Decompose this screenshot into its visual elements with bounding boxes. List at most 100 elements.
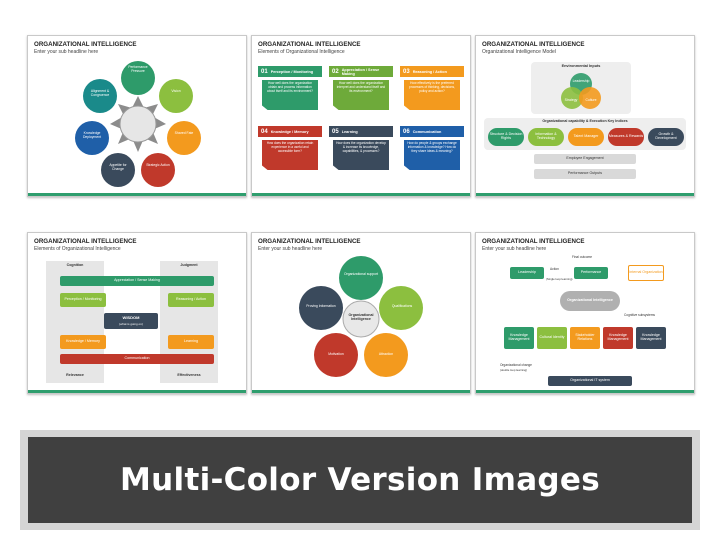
petal-label-6: Knowledge Deployment <box>82 131 102 139</box>
cognitive-subsystems-label: Cognitive subsystems <box>624 313 656 317</box>
card-number: 01 <box>261 68 268 75</box>
card-body: How does the organization develop & incr… <box>333 140 389 170</box>
slide-title: ORGANIZATIONAL INTELLIGENCE <box>34 41 137 48</box>
slide-title: ORGANIZATIONAL INTELLIGENCE <box>34 238 137 245</box>
card-body: How well does the organization interpret… <box>333 80 389 110</box>
communication-bar: Communication <box>60 354 214 364</box>
perception-box: Perception / Monitoring <box>60 293 106 307</box>
cognitive-subsystem-box: Stakeholder Relations <box>570 327 600 349</box>
card-label: Reasoning / Action <box>412 69 447 74</box>
slide-thumbnail-1[interactable]: ORGANIZATIONAL INTELLIGENCE Enter your s… <box>27 35 247 197</box>
petal-label-4: Strategic Action <box>146 163 170 167</box>
venn-label-strategy: Strategy <box>564 98 578 102</box>
petal-label-attraction: Attraction <box>378 352 394 356</box>
slide-title: ORGANIZATIONAL INTELLIGENCE <box>258 41 361 48</box>
cognitive-subsystem-box: Knowledge Management <box>603 327 633 349</box>
petal-diagram <box>75 61 201 187</box>
flower-center-label: Organizational Intelligence <box>348 313 374 321</box>
venn-label-culture: Culture <box>585 98 597 102</box>
final-outcome-label: Final outcome <box>572 255 593 259</box>
slide-thumbnail-3[interactable]: ORGANIZATIONAL INTELLIGENCE Organization… <box>475 35 695 197</box>
slide-title: ORGANIZATIONAL INTELLIGENCE <box>482 41 585 48</box>
action-label: Action <box>550 267 559 271</box>
slide-thumbnail-2[interactable]: ORGANIZATIONAL INTELLIGENCE Elements of … <box>251 35 471 197</box>
leadership-box: Leadership <box>510 267 544 279</box>
wisdom-sublabel: (what is going on) <box>119 322 143 326</box>
slide-subtitle: Elements of Organizational Intelligence <box>34 246 121 252</box>
card-label: Perception / Monitoring <box>270 69 314 74</box>
capability-chip: Information & Technology <box>528 128 564 146</box>
slide-thumbnail-6[interactable]: ORGANIZATIONAL INTELLIGENCE Enter your s… <box>475 232 695 394</box>
wisdom-label: WISDOM <box>122 315 140 320</box>
slide-thumbnail-5[interactable]: ORGANIZATIONAL INTELLIGENCE Enter your s… <box>251 232 471 394</box>
petal-label-1: Performance Pressure <box>128 65 148 73</box>
card-number: 06 <box>403 128 410 135</box>
effectiveness-label: Effectiveness <box>177 373 201 377</box>
petal-label-3: Shared Fate <box>174 131 194 135</box>
org-change-label: Organizational change <box>500 363 532 367</box>
capability-label: Organizational capability & Execution Ke… <box>542 119 628 123</box>
cognition-label: Cognition <box>66 263 84 267</box>
card-body: How well does the organization obtain an… <box>262 80 318 110</box>
internal-organization-box: Internal Organization <box>628 265 664 281</box>
slide-subtitle: Enter your sub headline here <box>482 246 547 252</box>
appreciation-bar: Appreciation / Sense Making <box>60 276 214 286</box>
petal-label-qualifications: Qualifications <box>391 304 413 308</box>
card-body: How effectively is the preferred process… <box>404 80 460 110</box>
cognitive-subsystem-box: Knowledge Management <box>636 327 666 349</box>
petal-label-information: Proving Information <box>306 304 336 308</box>
slide-title: ORGANIZATIONAL INTELLIGENCE <box>482 238 585 245</box>
petal-label-2: Vision <box>171 89 181 93</box>
slide-title: ORGANIZATIONAL INTELLIGENCE <box>258 238 361 245</box>
org-change-sublabel: (double loop learning) <box>500 368 528 372</box>
environment-label: Environmental Inputs <box>561 64 601 68</box>
slide-subtitle: Enter your sub headline here <box>258 246 323 252</box>
performance-box: Performance <box>574 267 608 279</box>
learning-box: Learning <box>168 335 214 349</box>
card-label: Communication <box>412 129 442 134</box>
card-number: 03 <box>403 68 410 75</box>
banner-title: Multi-Color Version Images <box>120 462 600 498</box>
venn-label-leadership: Leadership <box>572 79 590 83</box>
judgment-label: Judgment <box>180 263 198 267</box>
knowledge-box: Knowledge / Memory <box>60 335 106 349</box>
card-label: Knowledge / Memory <box>270 129 309 134</box>
capability-chip: Structure & Decision Rights <box>488 128 524 146</box>
card-label: Learning <box>341 129 358 134</box>
petal-label-7: Alignment & Congruence <box>90 89 110 97</box>
petal-label-5: Appetite for Change <box>109 163 127 171</box>
card-number: 04 <box>261 128 268 135</box>
capability-chip: Growth & Development <box>648 128 684 146</box>
relevance-label: Relevance <box>66 373 84 377</box>
reasoning-box: Reasoning / Action <box>168 293 214 307</box>
capability-chip: Talent Manager <box>568 128 604 146</box>
venn-circles <box>561 73 601 109</box>
card-number: 05 <box>332 128 339 135</box>
employee-engagement-bar: Employee Engagement <box>534 154 636 164</box>
wisdom-box <box>104 313 158 329</box>
capability-chip: Measures & Rewards <box>608 128 644 146</box>
slide-subtitle: Organizational Intelligence Model <box>482 49 556 55</box>
cognitive-subsystem-box: Cultural Identity <box>537 327 567 349</box>
cognitive-subsystem-box: Knowledge Management <box>504 327 534 349</box>
banner: Multi-Color Version Images <box>28 437 692 523</box>
petal-label-support: Organizational support <box>343 272 379 276</box>
petal-label-motivation: Motivation <box>328 352 344 356</box>
performance-outputs-bar: Performance Outputs <box>534 169 636 179</box>
org-it-system-box: Organizational IT system <box>548 376 632 386</box>
flower-diagram <box>299 256 423 377</box>
card-body: How do people & groups exchange informat… <box>404 140 460 170</box>
action-sublabel: (Single loop learning) <box>546 277 573 281</box>
card-label: Appreciation / Sense Making <box>341 67 380 76</box>
card-number: 02 <box>332 68 339 75</box>
card-body: How does the organization retain experie… <box>262 140 318 170</box>
slide-thumbnail-4[interactable]: ORGANIZATIONAL INTELLIGENCE Elements of … <box>27 232 247 394</box>
slide-subtitle: Elements of Organizational Intelligence <box>258 49 345 55</box>
org-intelligence-ellipse: Organizational Intelligence <box>560 291 620 311</box>
